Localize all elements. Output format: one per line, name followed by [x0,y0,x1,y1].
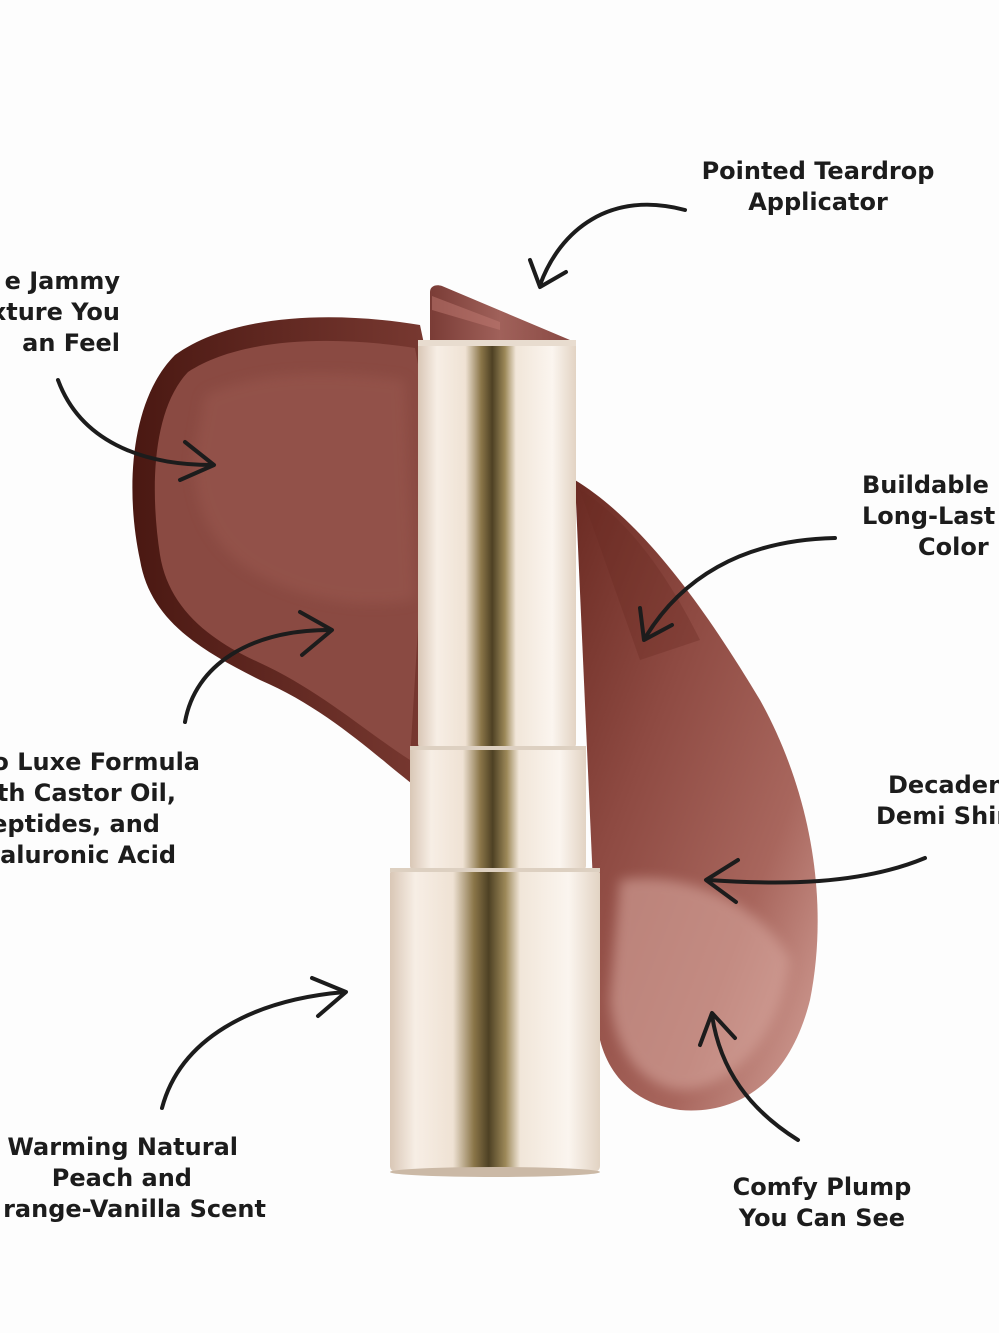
arrow-luxe-icon [183,610,334,724]
lipstick-swatch-upper [132,317,441,790]
arrow-plump-icon [698,1011,800,1142]
arrow-jammy-icon [56,378,216,482]
label-line: Color [918,533,989,561]
label-teardrop-applicator: Pointed Teardrop Applicator [700,156,936,218]
label-line: xture You [0,298,120,326]
label-line: Decaden [888,771,999,799]
label-line: Applicator [748,188,888,216]
label-line: Demi Shin [876,802,999,830]
lipstick-tube [390,340,600,1177]
lipstick-swatch-lower [575,480,818,1111]
label-line: e Jammy [4,267,120,295]
label-jammy-texture: e Jammy xture You an Feel [0,266,120,359]
label-comfy-plump: Comfy Plump You Can See [722,1172,922,1234]
label-line: Long-Last [862,502,996,530]
arrow-buildable-icon [638,536,837,642]
label-line: Peach and [51,1164,192,1192]
label-line: o Luxe Formula [0,748,200,776]
label-demi-shine: Decaden Demi Shin [876,770,999,832]
label-line: aluronic Acid [0,841,176,869]
label-line: Pointed Teardrop [701,157,935,185]
arrow-teardrop-icon [528,202,687,289]
label-line: Buildable [862,471,989,499]
label-line: eptides, and [0,810,160,838]
label-luxe-formula: o Luxe Formula th Castor Oil, eptides, a… [0,747,200,871]
label-line: th Castor Oil, [0,779,176,807]
label-buildable-color: Buildable Long-Last Color [862,470,999,563]
label-line: You Can See [738,1204,906,1232]
label-warming-scent: Warming Natural Peach and range-Vanilla … [0,1132,266,1225]
label-line: Warming Natural [7,1133,238,1161]
arrow-warming-icon [160,976,348,1110]
arrow-demi-icon [704,856,927,904]
label-line: an Feel [22,329,120,357]
label-line: Comfy Plump [732,1173,912,1201]
label-line: range-Vanilla Scent [3,1195,266,1223]
